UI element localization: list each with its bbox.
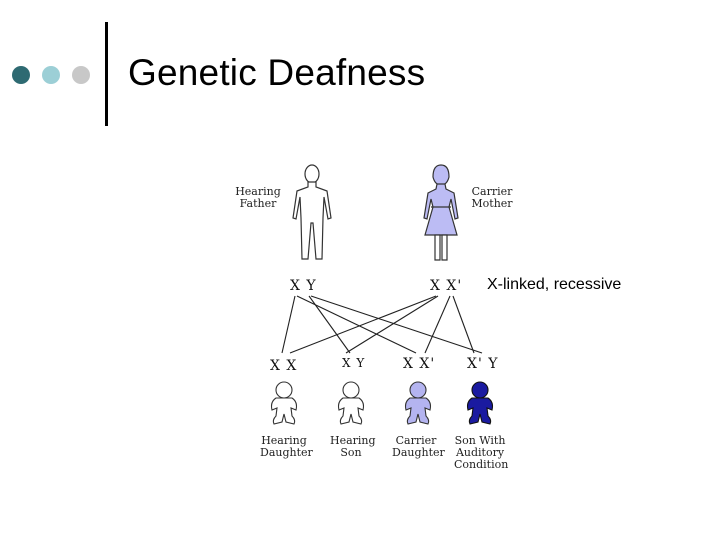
inheritance-line <box>282 296 295 353</box>
baby-carrier-daughter <box>398 380 438 428</box>
baby-son-auditory-condition <box>460 380 500 428</box>
inheritance-note: X-linked, recessive <box>487 276 621 294</box>
child-genotype-1: X X <box>270 358 297 374</box>
parent-genotype-mother: X X' <box>430 278 462 294</box>
baby-hearing-daughter <box>264 380 304 428</box>
inheritance-line <box>346 296 438 353</box>
inheritance-line <box>425 296 450 353</box>
child-genotype-4: X' Y <box>467 356 499 372</box>
parent-genotype-father: X Y <box>290 278 317 294</box>
baby-hearing-son <box>331 380 371 428</box>
child-label-3: Carrier Daughter <box>392 435 440 459</box>
child-label-1: Hearing Daughter <box>260 435 308 459</box>
child-genotype-2: X Y <box>342 356 365 370</box>
child-label-4: Son With Auditory Condition <box>454 435 506 471</box>
inheritance-line <box>309 296 350 353</box>
mother-figure <box>417 163 465 263</box>
inheritance-line <box>290 296 436 353</box>
child-label-2: Hearing Son <box>330 435 372 459</box>
father-figure <box>288 163 336 263</box>
parent-label-father: Hearing Father <box>232 186 284 210</box>
parent-label-mother: Carrier Mother <box>466 186 518 210</box>
child-genotype-3: X X' <box>403 356 435 372</box>
